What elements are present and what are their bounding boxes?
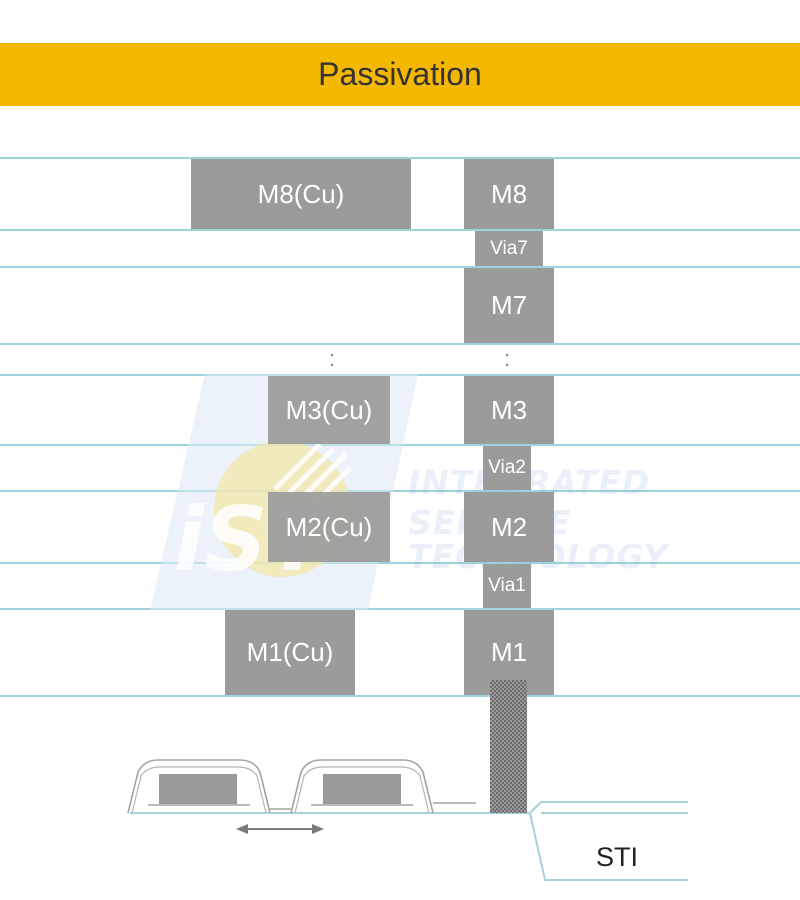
level-line bbox=[0, 343, 800, 345]
metal-block-m3: M3 bbox=[464, 376, 554, 444]
via-block-via2: Via2 bbox=[483, 446, 531, 490]
transistor-gate-2 bbox=[290, 759, 434, 814]
passivation-layer: Passivation bbox=[0, 43, 800, 106]
metal-block-m2: M2 bbox=[464, 492, 554, 562]
level-line bbox=[0, 157, 800, 159]
sti-region bbox=[529, 801, 688, 881]
metal-block-m8-cu: M8(Cu) bbox=[191, 159, 411, 229]
transistor-gate-1 bbox=[127, 759, 271, 814]
via-block-via1: Via1 bbox=[483, 564, 531, 608]
metal-label: M1 bbox=[490, 637, 528, 667]
metal-block-m2-cu: M2(Cu) bbox=[268, 492, 390, 562]
level-line bbox=[0, 695, 800, 697]
level-line bbox=[0, 562, 800, 564]
level-line bbox=[0, 266, 800, 268]
via-block-via7: Via7 bbox=[475, 231, 543, 266]
metal-label: M1(Cu) bbox=[246, 637, 334, 667]
metal-block-m3-cu: M3(Cu) bbox=[268, 376, 390, 444]
contact-plug bbox=[490, 680, 527, 813]
level-line bbox=[0, 229, 800, 231]
passivation-label: Passivation bbox=[318, 56, 482, 92]
metal-label: M8 bbox=[490, 178, 528, 209]
metal-label: M2 bbox=[490, 511, 528, 542]
front-end-structure bbox=[127, 680, 688, 881]
via-label: Via7 bbox=[490, 237, 528, 259]
via-label: Via1 bbox=[488, 575, 526, 596]
metal-label: M3(Cu) bbox=[285, 394, 373, 425]
spacing-arrow bbox=[236, 824, 324, 834]
metal-block-m7: M7 bbox=[464, 268, 554, 343]
metal-label: M7 bbox=[490, 290, 528, 320]
metal-label: M8(Cu) bbox=[257, 178, 345, 209]
level-line bbox=[0, 490, 800, 492]
sti-label: STI bbox=[596, 842, 639, 872]
metal-block-m1-cu: M1(Cu) bbox=[225, 610, 355, 695]
via-label: Via2 bbox=[488, 457, 526, 478]
metal-block-m8: M8 bbox=[464, 159, 554, 229]
level-line bbox=[0, 608, 800, 610]
metal-label: M2(Cu) bbox=[285, 511, 373, 542]
metal-label: M3 bbox=[490, 394, 528, 425]
ellipsis-left: : bbox=[329, 346, 336, 371]
ellipsis-right: : bbox=[504, 346, 511, 371]
